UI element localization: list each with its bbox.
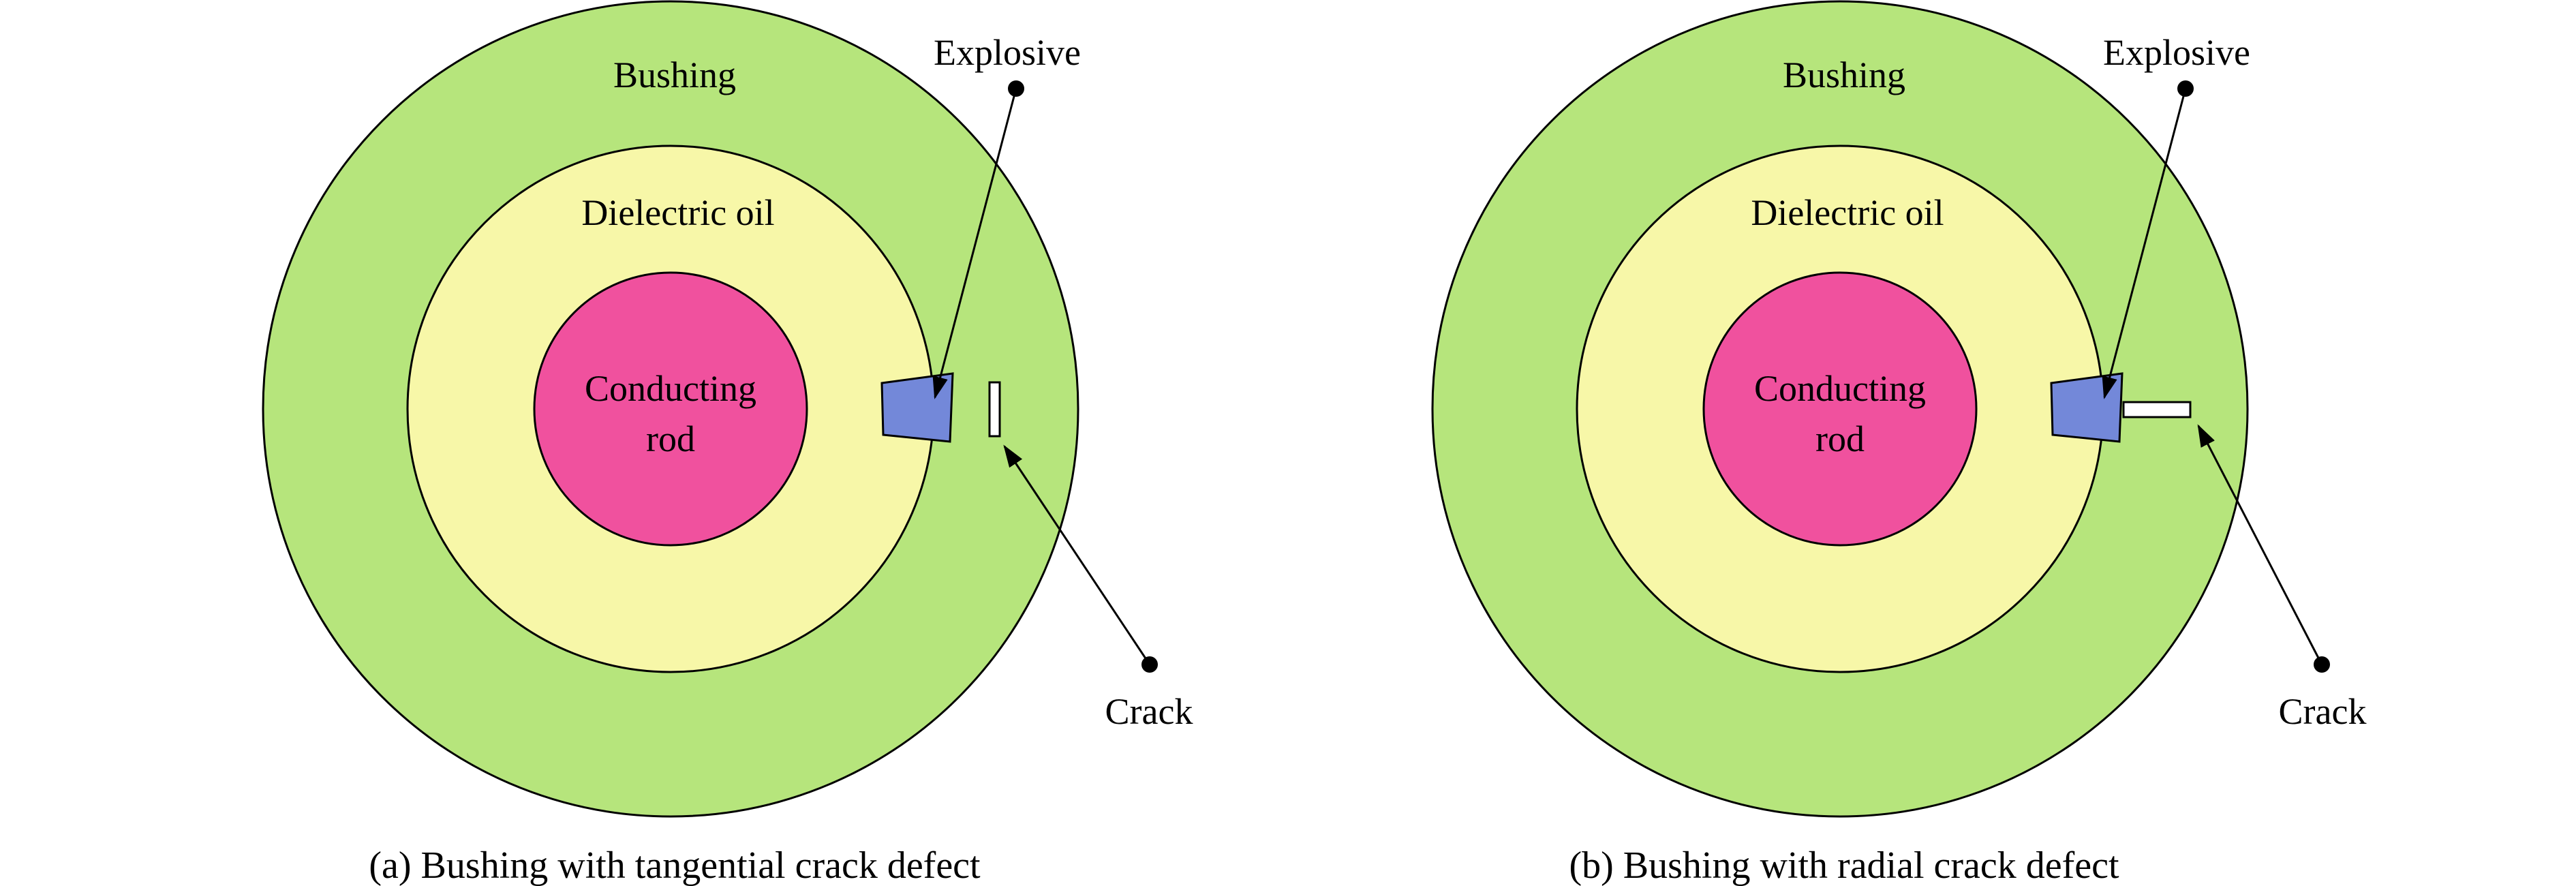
conducting-rod-label-line2: rod [1815, 418, 1865, 459]
bushing-label: Bushing [1783, 55, 1905, 95]
conducting-rod [1702, 271, 1978, 547]
crack-label: Crack [2279, 691, 2367, 732]
radial-crack [2122, 401, 2192, 418]
crack-leader-line [2197, 424, 2323, 665]
conducting-rod-label-line2: rod [646, 418, 695, 459]
caption-a: (a) Bushing with tangential crack defect [369, 844, 981, 886]
crack-leader-line [1003, 444, 1151, 665]
dielectric-oil-label: Dielectric oil [1751, 192, 1944, 233]
crack-label: Crack [1105, 691, 1193, 732]
explosive-label: Explosive [2103, 32, 2250, 73]
conducting-rod [533, 271, 808, 547]
dielectric-oil-label: Dielectric oil [581, 192, 774, 233]
diagram-a: Bushing Dielectric oil Conducting rod Ex… [262, 0, 1193, 886]
conducting-rod-label-line1: Conducting [585, 368, 756, 409]
explosive-leader-line [2102, 88, 2187, 399]
explosive-label: Explosive [934, 32, 1081, 73]
conducting-rod-label-line1: Conducting [1754, 368, 1926, 409]
caption-b: (b) Bushing with radial crack defect [1569, 844, 2119, 886]
tangential-crack [988, 381, 1001, 438]
diagram-b: Bushing Dielectric oil Conducting rod Ex… [1431, 0, 2367, 886]
explosive-leader-line [932, 88, 1017, 399]
explosive-patch [2050, 372, 2123, 443]
bushing-label: Bushing [613, 55, 736, 95]
explosive-patch [880, 372, 954, 443]
